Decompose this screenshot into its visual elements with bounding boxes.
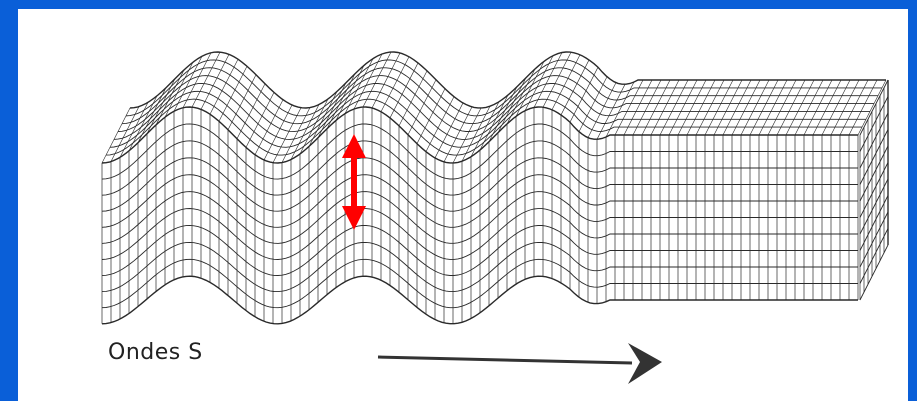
- amplitude-arrow-icon: [342, 134, 366, 230]
- deformed-grid-block: [101, 51, 889, 325]
- wave-type-label: Ondes S: [108, 340, 203, 365]
- propagation-arrow-icon: [377, 343, 662, 384]
